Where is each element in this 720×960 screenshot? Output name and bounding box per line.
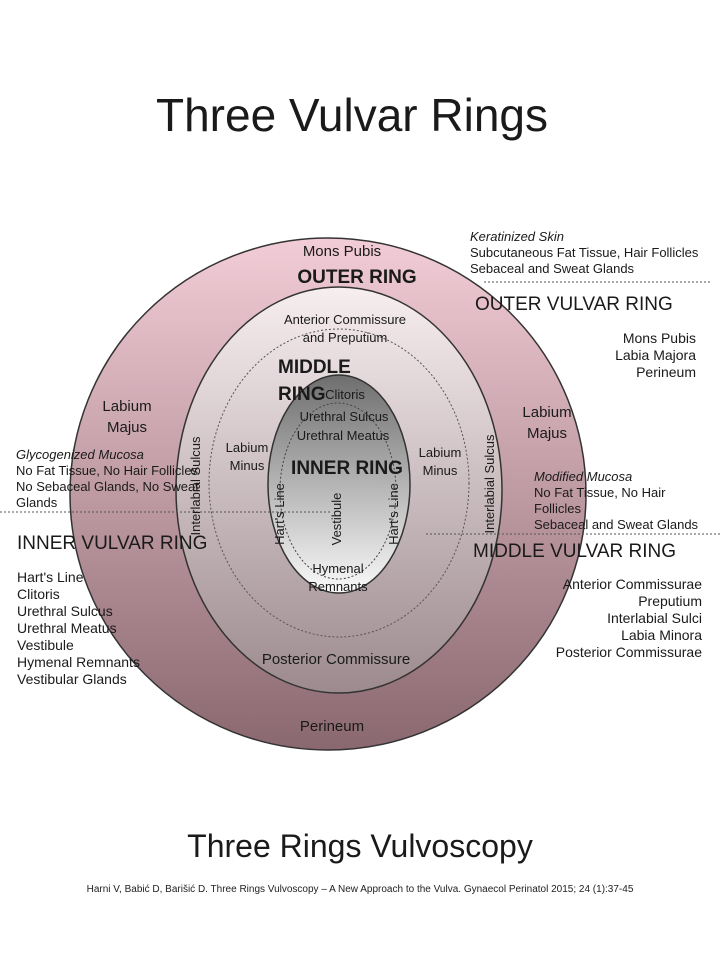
inner-item-1: Hart's Line xyxy=(17,569,84,585)
inner-tissue-line-1: No Fat Tissue, No Hair Follicles xyxy=(16,463,199,478)
inner-item-3: Urethral Sulcus xyxy=(17,603,113,619)
middle-tissue-line-2: Follicles xyxy=(534,501,581,516)
inner-ring-items: Hart's Line Clitoris Urethral Sulcus Ure… xyxy=(17,569,140,688)
middle-tissue-line-1: No Fat Tissue, No Hair xyxy=(534,485,666,500)
interlabial-sulcus-right-label: Interlabial Sulcus xyxy=(482,434,497,533)
inner-ring-dotted-boundary xyxy=(279,402,397,580)
outer-tissue-line-1: Subcutaneous Fat Tissue, Hair Follicles xyxy=(470,245,699,260)
vestibule-label: Vestibule xyxy=(329,493,344,546)
inner-tissue-type: Glycogenized Mucosa xyxy=(16,447,144,462)
anterior-commissure-label-2: and Preputium xyxy=(303,330,388,345)
inner-item-5: Vestibule xyxy=(17,637,74,653)
urethral-sulcus-label: Urethral Sulcus xyxy=(300,409,389,424)
labium-majus-left-label-2: Majus xyxy=(107,419,147,436)
citation: Harni V, Babić D, Barišić D. Three Rings… xyxy=(86,884,634,895)
mons-pubis-label: Mons Pubis xyxy=(303,243,381,260)
labium-minus-left-label-2: Minus xyxy=(230,458,265,473)
interlabial-sulcus-left-label: Interlabial Sulcus xyxy=(188,436,203,535)
inner-item-6: Hymenal Remnants xyxy=(17,654,140,670)
middle-item-2: Preputium xyxy=(638,593,702,609)
middle-ring-tissue-panel: Modified Mucosa No Fat Tissue, No Hair F… xyxy=(534,469,698,533)
inner-tissue-line-2: No Sebaceal Glands, No Sweat xyxy=(16,479,199,494)
clitoris-label: Clitoris xyxy=(325,387,365,402)
harts-line-left-label: Hart's Line xyxy=(272,483,287,545)
outer-item-3: Perineum xyxy=(636,364,696,380)
urethral-meatus-label: Urethral Meatus xyxy=(297,428,390,443)
outer-item-2: Labia Majora xyxy=(615,347,696,363)
inner-tissue-line-3: Glands xyxy=(16,495,58,510)
outer-item-1: Mons Pubis xyxy=(622,330,696,346)
outer-tissue-type: Keratinized Skin xyxy=(470,229,564,244)
middle-vulvar-ring-heading: MIDDLE VULVAR RING xyxy=(473,541,677,562)
middle-ring-title-1: MIDDLE xyxy=(278,357,351,378)
outer-ring-title: OUTER RING xyxy=(297,267,416,288)
labium-majus-left-label-1: Labium xyxy=(102,398,151,415)
harts-line-right-label: Hart's Line xyxy=(386,483,401,545)
inner-ring-tissue-panel: Glycogenized Mucosa No Fat Tissue, No Ha… xyxy=(16,447,199,511)
middle-ring-dotted-boundary xyxy=(208,328,470,638)
labium-minus-right-label-2: Minus xyxy=(423,463,458,478)
anterior-commissure-label-1: Anterior Commissure xyxy=(284,312,406,327)
middle-item-1: Anterior Commissurae xyxy=(562,576,702,592)
middle-ring-title-2: RING xyxy=(278,384,326,405)
footer-title: Three Rings Vulvoscopy xyxy=(187,828,533,864)
inner-item-4: Urethral Meatus xyxy=(17,620,117,636)
middle-item-4: Labia Minora xyxy=(621,627,702,643)
inner-item-2: Clitoris xyxy=(17,586,60,602)
outer-ring-items: Mons Pubis Labia Majora Perineum xyxy=(615,330,696,381)
perineum-label: Perineum xyxy=(300,718,364,735)
middle-item-3: Interlabial Sulci xyxy=(607,610,702,626)
outer-ring-tissue-panel: Keratinized Skin Subcutaneous Fat Tissue… xyxy=(470,229,698,277)
middle-tissue-type: Modified Mucosa xyxy=(534,469,633,484)
inner-ring xyxy=(267,374,411,594)
page-title: Three Vulvar Rings xyxy=(155,89,548,141)
labium-majus-right-label-1: Labium xyxy=(522,404,571,421)
inner-item-7: Vestibular Glands xyxy=(17,671,127,687)
outer-tissue-line-2: Sebaceal and Sweat Glands xyxy=(470,261,635,276)
middle-ring-items: Anterior Commissurae Preputium Interlabi… xyxy=(556,576,702,661)
labium-minus-right-label-1: Labium xyxy=(419,445,462,460)
middle-item-5: Posterior Commissurae xyxy=(555,644,702,660)
hymenal-remnants-label-1: Hymenal xyxy=(312,561,363,576)
outer-vulvar-ring-heading: OUTER VULVAR RING xyxy=(475,294,673,315)
hymenal-remnants-label-2: Remnants xyxy=(308,579,368,594)
inner-vulvar-ring-heading: INNER VULVAR RING xyxy=(17,533,208,554)
middle-tissue-line-3: Sebaceal and Sweat Glands xyxy=(534,517,699,532)
inner-ring-title: INNER RING xyxy=(291,458,403,479)
labium-majus-right-label-2: Majus xyxy=(527,425,567,442)
labium-minus-left-label-1: Labium xyxy=(226,440,269,455)
posterior-commissure-label: Posterior Commissure xyxy=(262,651,410,668)
